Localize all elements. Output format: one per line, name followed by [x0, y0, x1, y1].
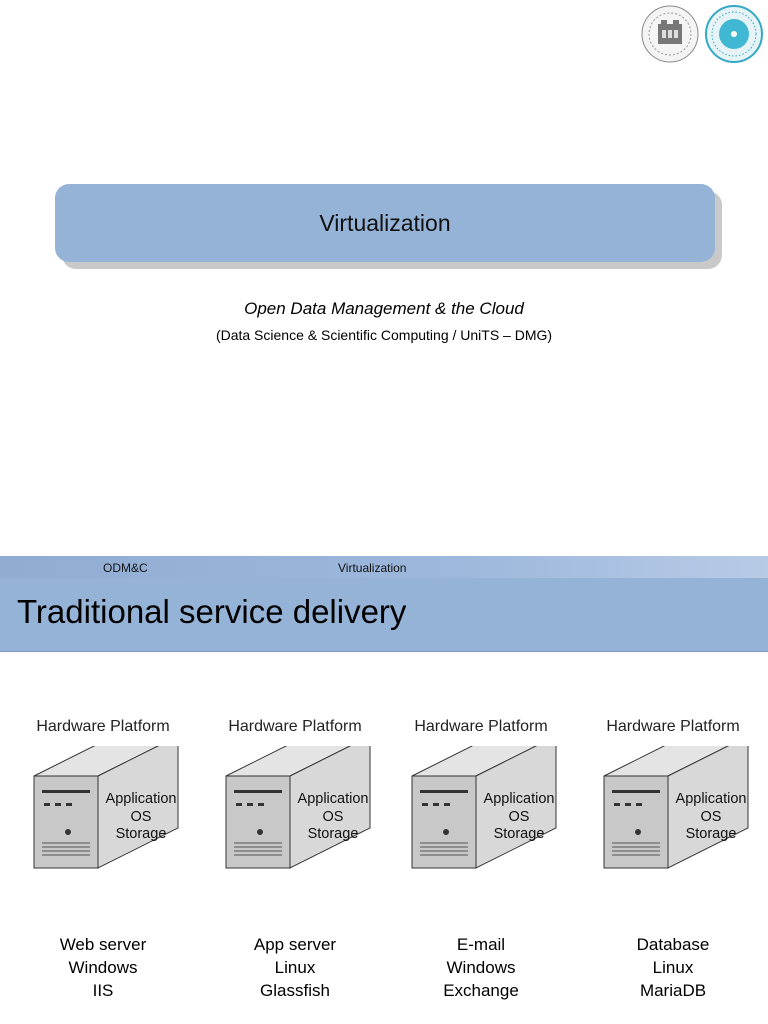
stack-storage: Storage [307, 826, 359, 842]
stack-application: Application [483, 791, 555, 807]
caption-software: Exchange [443, 981, 519, 1000]
stack-os: OS [700, 808, 722, 825]
hardware-platform-label: Hardware Platform [606, 718, 740, 735]
hardware-platform-label: Hardware Platform [36, 718, 170, 735]
caption-software: IIS [92, 981, 114, 1000]
stack-os: OS [322, 808, 344, 825]
stack-os: OS [130, 808, 152, 825]
server-icon [225, 746, 371, 869]
title-slide: Virtualization Open Data Management & th… [55, 4, 764, 343]
service-caption: Web server Windows IIS [8, 933, 198, 1002]
software-stack: Application OS Storage [288, 791, 378, 844]
header-bar: ODM&C Virtualization [0, 556, 768, 578]
stack-storage: Storage [685, 826, 737, 842]
platform-3: Hardware Platform Application OS Storage… [386, 718, 576, 1000]
server-icon [411, 746, 557, 869]
content-slide: ODM&C Virtualization Traditional service… [0, 556, 768, 1024]
caption-service: Web server [59, 935, 147, 954]
university-seal-logo [641, 5, 699, 63]
header-center: Virtualization [338, 561, 407, 575]
service-caption: E-mail Windows Exchange [386, 933, 576, 1002]
header-left: ODM&C [103, 561, 148, 575]
subtitle: Open Data Management & the Cloud [244, 299, 524, 318]
heading-banner: Traditional service delivery [0, 578, 768, 652]
caption-os: Linux [652, 958, 694, 977]
caption-os: Windows [446, 958, 516, 977]
software-stack: Application OS Storage [474, 791, 564, 844]
software-stack: Application OS Storage [96, 791, 186, 844]
slide-title: Virtualization [319, 209, 451, 236]
hardware-platform-label: Hardware Platform [414, 718, 548, 735]
platform-1: Hardware Platform Application OS Storage… [8, 718, 198, 1000]
platform-2: Hardware Platform Application OS Storage… [200, 718, 390, 1000]
stack-application: Application [297, 791, 369, 807]
stack-application: Application [105, 791, 177, 807]
software-stack: Application OS Storage [666, 791, 756, 844]
service-caption: App server Linux Glassfish [200, 933, 390, 1002]
stack-os: OS [508, 808, 530, 825]
stack-storage: Storage [493, 826, 545, 842]
stack-storage: Storage [115, 826, 167, 842]
slide-heading: Traditional service delivery [17, 593, 407, 630]
server-icon [603, 746, 749, 869]
caption-software: Glassfish [260, 981, 330, 1000]
observatory-logo [705, 5, 763, 63]
course-line: (Data Science & Scientific Computing / U… [215, 327, 553, 343]
server-icon [33, 746, 179, 869]
service-caption: Database Linux MariaDB [578, 933, 768, 1002]
title-box: Virtualization [55, 184, 715, 262]
platform-4: Hardware Platform Application OS Storage… [578, 718, 768, 1000]
caption-software: MariaDB [639, 981, 707, 1000]
caption-service: E-mail [456, 935, 506, 954]
logos [640, 4, 764, 64]
caption-service: Database [636, 935, 710, 954]
hardware-platform-label: Hardware Platform [228, 718, 362, 735]
caption-service: App server [253, 935, 337, 954]
stack-application: Application [675, 791, 747, 807]
caption-os: Linux [274, 958, 316, 977]
caption-os: Windows [68, 958, 138, 977]
